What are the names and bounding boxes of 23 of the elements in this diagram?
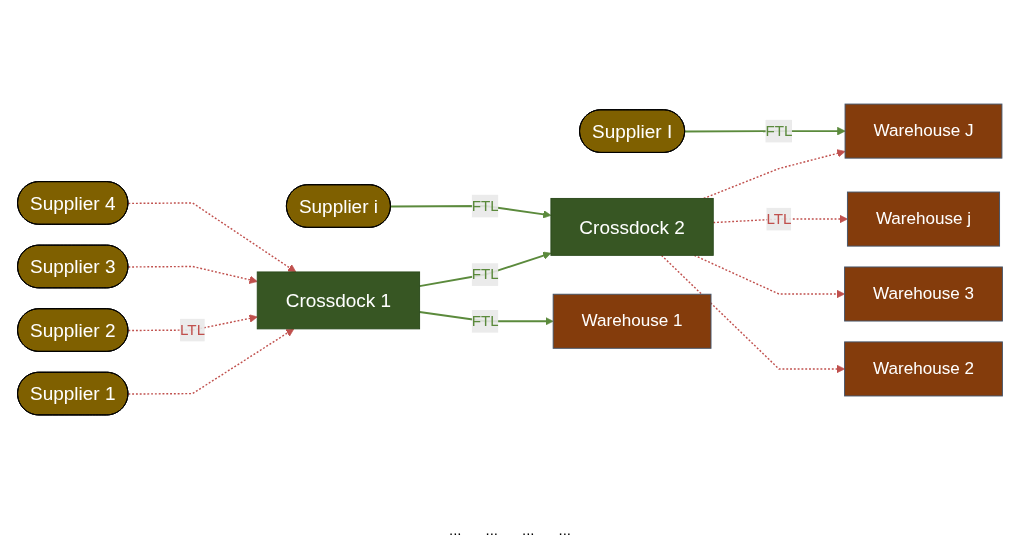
node-box: Warehouse 1 (552, 293, 712, 349)
arrow (127, 202, 297, 273)
edge-label: LTL (180, 321, 206, 338)
ellipsis-note: ... (485, 521, 498, 538)
node-box: Warehouse j (846, 191, 1001, 247)
edge-label: FTL (471, 312, 499, 329)
arrow (127, 314, 258, 332)
ellipsis-note: ... (448, 521, 462, 538)
edge-label: FTL (471, 197, 499, 214)
ellipsis-note: ... (522, 521, 535, 538)
node-box: Warehouse J (844, 103, 1003, 159)
edge-label: FTL (765, 122, 793, 139)
node-box: Warehouse 2 (844, 341, 1003, 397)
arrow (127, 328, 295, 395)
arrow (418, 251, 552, 288)
edge-label: LTL (766, 210, 792, 227)
node-box: Crossdock 2 (550, 197, 714, 256)
node-box: Crossdock 1 (256, 271, 421, 330)
arrow (660, 254, 845, 374)
edge-label: FTL (471, 266, 499, 283)
node-box: Warehouse 3 (844, 266, 1003, 322)
arrow (127, 265, 258, 284)
ellipsis-note: ... (558, 521, 572, 538)
